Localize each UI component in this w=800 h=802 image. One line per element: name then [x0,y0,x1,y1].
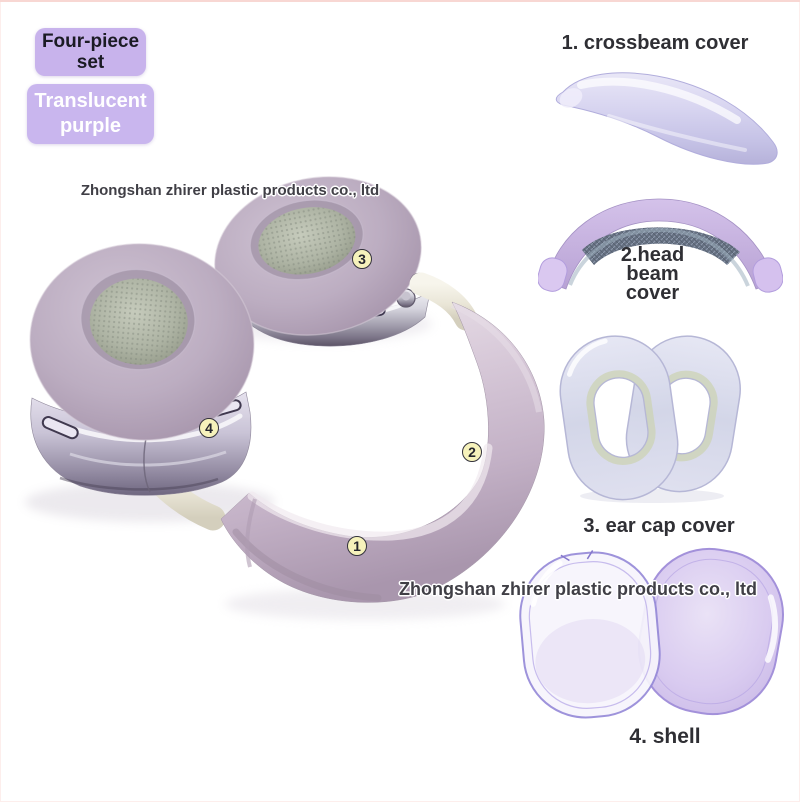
crossbeam-cover-image [555,72,778,165]
shell-seam [143,437,151,493]
badge-translucent-purple: Translucent purple [27,84,154,144]
headband-with-cover [220,301,545,603]
right-earcup [214,176,431,347]
label-line: 2.head [620,244,685,266]
label-line: cover [625,282,680,304]
port-slot [41,416,79,440]
marker-ear-cap: 3 [352,249,372,269]
watermark-text: Zhongshan zhirer plastic products co., l… [398,579,758,599]
label-head-beam-cover: 2.head beam cover [585,244,720,304]
label-ear-cap-cover: 3. ear cap cover [583,515,735,537]
shell-image [519,547,785,719]
label-crossbeam-cover: 1. crossbeam cover [561,32,749,54]
marker-headband-cover: 1 [347,536,367,556]
watermark-text: Zhongshan zhirer plastic products co., l… [80,182,380,199]
ear-cap-cover-image [559,335,741,503]
left-ear-cushion [29,243,255,441]
marker-head-beam: 2 [462,442,482,462]
badge-four-piece-set: Four-piece set [35,28,146,76]
shell-left [519,550,661,719]
head-beam-cover-image [538,198,783,293]
right-ear-cushion [214,176,422,336]
left-earcup [29,243,255,496]
marker-shell: 4 [199,418,219,438]
ear-cap-ring-left [559,335,679,501]
label-shell: 4. shell [629,725,701,748]
label-line: beam [626,263,679,285]
shadow [225,588,505,620]
